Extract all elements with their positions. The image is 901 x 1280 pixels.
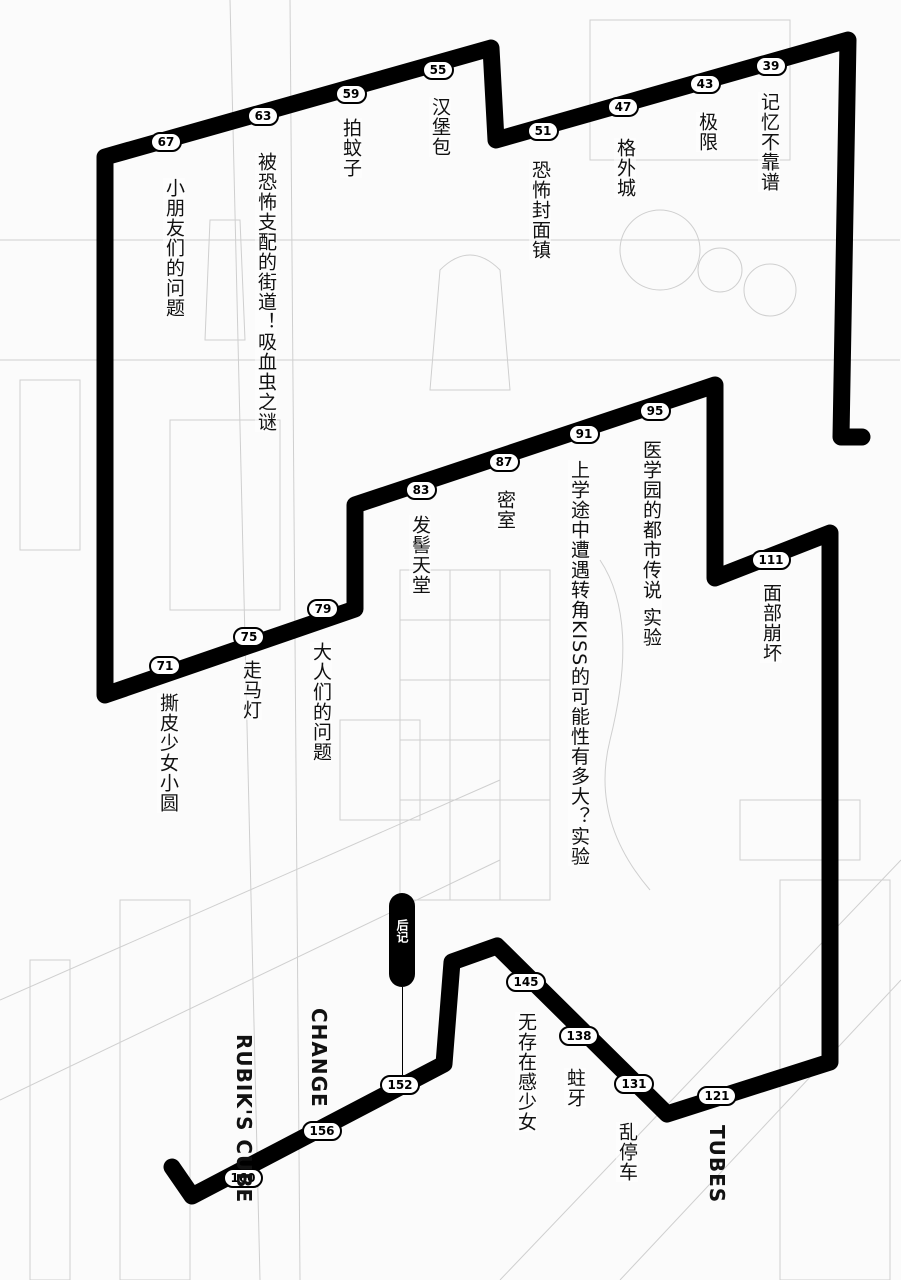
page-number-badge-67[interactable]: 67 xyxy=(150,132,182,152)
afterword-label: 后记 xyxy=(395,919,409,943)
page-number-badge-75[interactable]: 75 xyxy=(233,627,265,647)
page-number-badge-121[interactable]: 121 xyxy=(697,1086,737,1106)
page-number-badge-43[interactable]: 43 xyxy=(689,74,721,94)
chapter-title-51[interactable]: 恐怖封面镇 xyxy=(529,160,551,260)
page-number-badge-87[interactable]: 87 xyxy=(488,452,520,472)
chapter-title-71[interactable]: 撕皮少女小圆 xyxy=(157,693,179,813)
afterword-pointer xyxy=(402,987,403,1075)
chapter-title-145[interactable]: 无存在感少女 xyxy=(515,1012,537,1132)
page-number-badge-79[interactable]: 79 xyxy=(307,599,339,619)
page-number-badge-51[interactable]: 51 xyxy=(527,121,559,141)
chapter-title-91[interactable]: 上学途中遭遇转角KISS的可能性有多大？实验 xyxy=(568,460,590,867)
page-number-badge-71[interactable]: 71 xyxy=(149,656,181,676)
page-number-badge-83[interactable]: 83 xyxy=(405,480,437,500)
page-number-badge-47[interactable]: 47 xyxy=(607,97,639,117)
chapter-title-63[interactable]: 被恐怖支配的街道！吸血虫之谜 xyxy=(255,152,277,432)
page-number-badge-39[interactable]: 39 xyxy=(755,56,787,76)
page-number-badge-95[interactable]: 95 xyxy=(639,401,671,421)
chapter-title-152[interactable]: CHANGE xyxy=(307,1008,331,1108)
chapter-title-87[interactable]: 密室 xyxy=(494,490,516,530)
chapter-title-47[interactable]: 格外城 xyxy=(614,138,636,198)
page-number-badge-63[interactable]: 63 xyxy=(247,106,279,126)
page-number-badge-55[interactable]: 55 xyxy=(422,60,454,80)
chapter-title-75[interactable]: 走马灯 xyxy=(240,660,262,720)
page-number-badge-59[interactable]: 59 xyxy=(335,84,367,104)
chapter-title-138[interactable]: 蛀牙 xyxy=(564,1068,586,1108)
chapter-title-111[interactable]: 面部崩坏 xyxy=(760,583,782,663)
chapter-title-79[interactable]: 大人们的问题 xyxy=(310,642,332,762)
page-number-badge-160[interactable]: 160 xyxy=(223,1168,263,1188)
chapter-title-121[interactable]: TUBES xyxy=(705,1125,729,1204)
page-number-badge-111[interactable]: 111 xyxy=(751,550,791,570)
chapter-title-55[interactable]: 汉堡包 xyxy=(429,97,451,157)
chapter-title-43[interactable]: 极限 xyxy=(696,112,718,152)
chapter-title-59[interactable]: 拍蚊子 xyxy=(340,118,362,178)
chapter-title-131[interactable]: 乱停车 xyxy=(616,1122,638,1182)
chapter-title-39[interactable]: 记忆不靠谱 xyxy=(758,92,780,192)
page-number-badge-131[interactable]: 131 xyxy=(614,1074,654,1094)
chapter-title-95[interactable]: 医学园的都市传说 实验 xyxy=(640,440,662,648)
chapter-title-67[interactable]: 小朋友们的问题 xyxy=(163,178,185,318)
chapter-title-160[interactable]: RUBIK'S CUBE xyxy=(232,1034,256,1204)
page-number-badge-145[interactable]: 145 xyxy=(506,972,546,992)
afterword-tag[interactable]: 后记 xyxy=(389,893,415,987)
chapter-title-83[interactable]: 发髻天堂 xyxy=(409,515,431,595)
page-number-badge-138[interactable]: 138 xyxy=(559,1026,599,1046)
page-number-badge-156[interactable]: 156 xyxy=(302,1121,342,1141)
page-number-badge-91[interactable]: 91 xyxy=(568,424,600,444)
page-number-badge-152[interactable]: 152 xyxy=(380,1075,420,1095)
